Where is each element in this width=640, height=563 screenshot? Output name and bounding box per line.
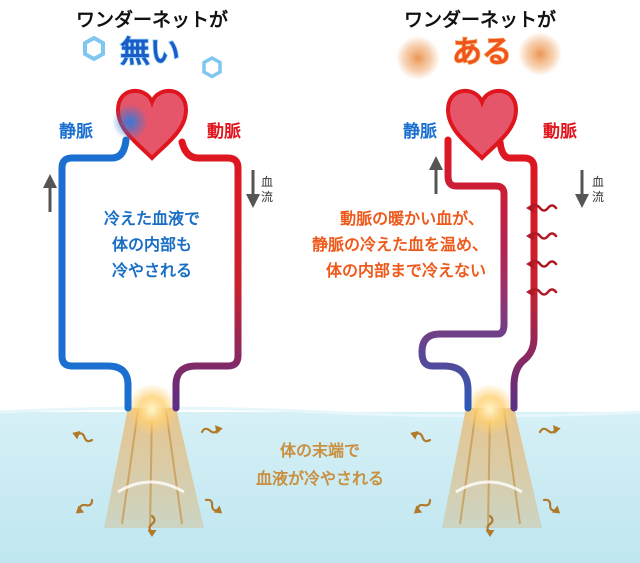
left-artery: [172, 138, 242, 412]
right-artery-label: 動脈: [543, 121, 577, 142]
right-vein-label: 静脈: [403, 121, 437, 142]
right-artery: [496, 138, 538, 412]
right-tissue-fan: [442, 384, 542, 529]
arrow-up-icon: [429, 156, 443, 194]
right-diagram: ワンダーネットが ある 静脈 動脈 血 流 動脈の暖かい血が、 静脈の冷えた血を…: [312, 8, 604, 539]
left-flow-label-1: 血: [261, 175, 273, 189]
left-caption-2: 体の内部も: [112, 235, 192, 254]
right-vein: [418, 136, 508, 412]
right-caption-2: 静脈の冷えた血を温め、: [312, 235, 488, 254]
right-heart-icon: [446, 88, 518, 160]
arrow-down-icon: [575, 170, 589, 208]
left-diagram: ワンダーネットが 無い 静脈 動脈 血 流 冷えた血液で 体の内部も 冷やされる: [43, 8, 273, 539]
left-caption-1: 冷えた血液で: [104, 209, 200, 228]
water-surface: [0, 406, 640, 418]
left-vein: [58, 136, 132, 412]
right-flow-label-1: 血: [592, 175, 604, 189]
right-vessels: [418, 136, 538, 412]
right-caption-3: 体の内部まで冷えない: [326, 261, 486, 280]
hexagon-ice-icon: [83, 35, 105, 62]
heat-glow-icon: [396, 36, 440, 80]
left-flow-label-2: 流: [261, 190, 273, 204]
left-badge-text: 無い: [120, 35, 180, 70]
heat-glow-icon: [518, 32, 562, 76]
left-tissue-fan: [104, 384, 204, 529]
left-badge: 無い: [83, 34, 222, 79]
hexagon-ice-icon: [202, 55, 222, 79]
left-heart-icon: [112, 88, 188, 160]
left-vessels: [58, 136, 242, 412]
right-glow: [464, 384, 516, 436]
left-glow: [126, 384, 178, 436]
left-caption-3: 冷やされる: [112, 261, 192, 280]
arrow-up-icon: [43, 174, 57, 212]
arrow-down-icon: [246, 170, 260, 208]
bottom-caption-1: 体の末端で: [280, 441, 360, 460]
right-title: ワンダーネットが: [404, 8, 556, 31]
right-flow-label-2: 流: [592, 190, 604, 204]
bottom-caption-2: 血液が冷やされる: [256, 469, 384, 488]
right-caption-1: 動脈の暖かい血が、: [340, 209, 484, 228]
left-vein-label: 静脈: [59, 121, 93, 142]
water-area: [0, 412, 640, 563]
left-artery-label: 動脈: [207, 121, 241, 142]
right-badge-text: ある: [452, 35, 512, 70]
left-title: ワンダーネットが: [76, 8, 228, 31]
